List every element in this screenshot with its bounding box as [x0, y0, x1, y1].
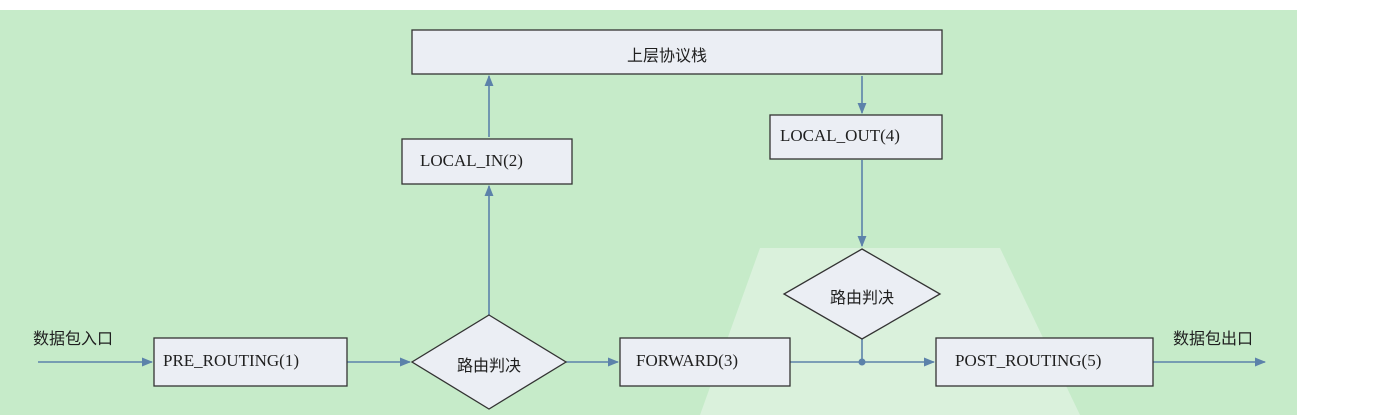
upper-stack-box	[411, 29, 943, 75]
route-decision-main-diamond	[410, 314, 568, 410]
post-routing-label: POST_ROUTING(5)	[955, 351, 1102, 370]
forward-box	[619, 337, 791, 387]
route-decision-main-label: 路由判决	[457, 356, 522, 375]
pre-routing-box	[153, 337, 348, 387]
packet-out-label: 数据包出口	[1173, 329, 1254, 348]
local-out-box	[769, 114, 943, 160]
local-in-label: LOCAL_IN(2)	[420, 151, 523, 170]
post-routing-box	[935, 337, 1154, 387]
pre-routing-label: PRE_ROUTING(1)	[163, 351, 299, 370]
route-decision-out-diamond	[782, 248, 942, 340]
forward-label: FORWARD(3)	[636, 351, 739, 370]
upper-stack-label: 上层协议栈	[627, 46, 708, 65]
local-in-box	[401, 138, 573, 185]
local-out-label: LOCAL_OUT(4)	[780, 126, 900, 145]
junction-dot	[858, 358, 866, 366]
packet-in-label: 数据包入口	[33, 329, 114, 348]
route-decision-out-label: 路由判决	[830, 288, 895, 307]
